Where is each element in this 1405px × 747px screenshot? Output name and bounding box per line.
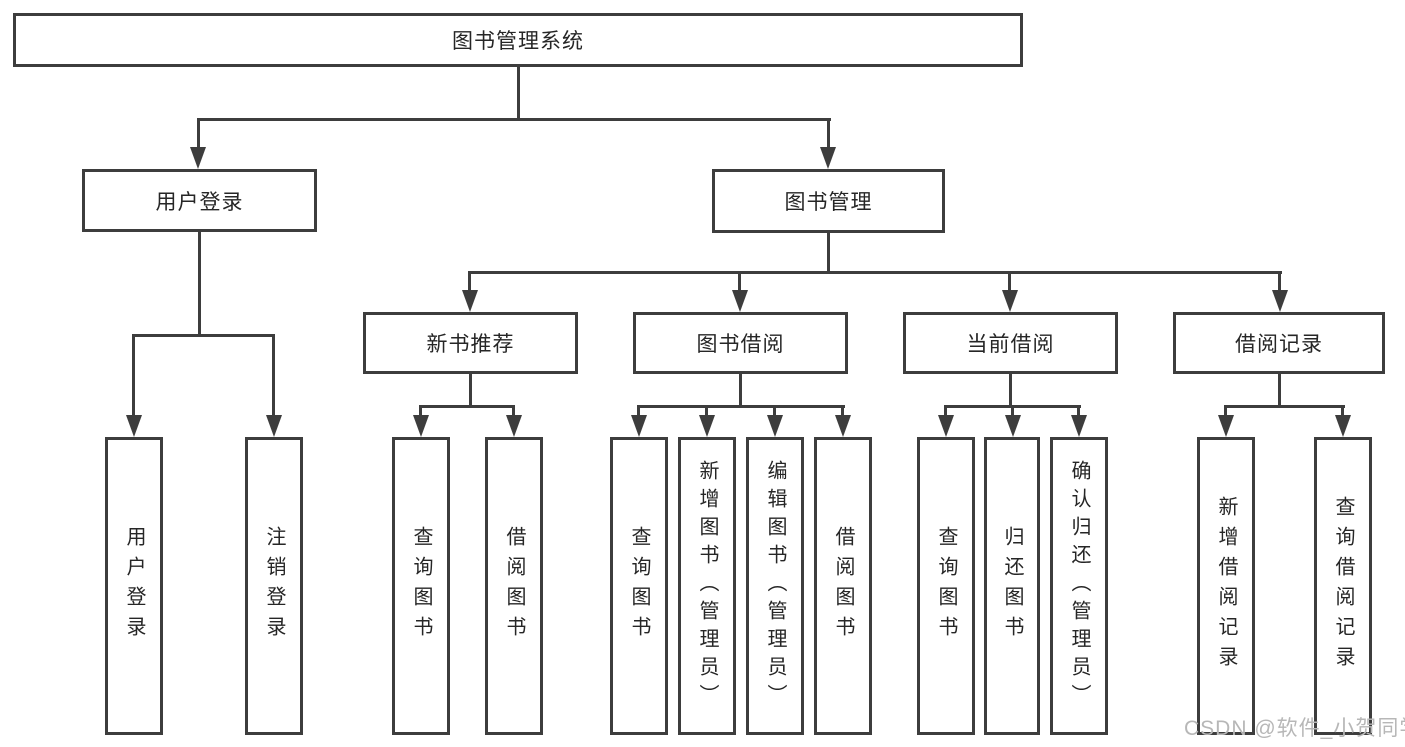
leaf-add-borrow-record-label: 新增借阅记录 bbox=[1215, 496, 1237, 676]
leaf-borrow-books-recommend: 借阅图书 bbox=[485, 437, 543, 735]
leaf-return-books-label: 归还图书 bbox=[1001, 526, 1023, 646]
connector-user-login-down bbox=[198, 231, 201, 337]
node-user-login: 用户登录 bbox=[82, 169, 317, 232]
leaf-search-books-recommend: 查询图书 bbox=[392, 437, 450, 735]
connector-leaf-user-login-stem bbox=[132, 334, 135, 417]
connector-user-login-split bbox=[132, 334, 275, 337]
leaf-logout: 注销登录 bbox=[245, 437, 303, 735]
leaf-search-borrow-record: 查询借阅记录 bbox=[1314, 437, 1372, 735]
connector-d1-stem bbox=[944, 405, 947, 418]
node-user-login-label: 用户登录 bbox=[155, 190, 244, 214]
connector-root-stem bbox=[517, 66, 520, 120]
node-current-borrowing: 当前借阅 bbox=[903, 312, 1118, 374]
connector-book-mgmt-down bbox=[827, 232, 830, 274]
arrowhead-book-borrowing bbox=[732, 290, 748, 312]
node-book-management: 图书管理 bbox=[712, 169, 945, 233]
connector-c3-stem bbox=[773, 405, 776, 418]
connector-c2-stem bbox=[705, 405, 708, 418]
connector-e2-stem bbox=[1341, 405, 1344, 418]
csdn-watermark: CSDN @软件_小贺同学 bbox=[1184, 717, 1405, 740]
arrowhead-d2 bbox=[1005, 415, 1021, 437]
connector-d2-stem bbox=[1011, 405, 1014, 418]
connector-book-borrowing-stem bbox=[738, 271, 741, 293]
connector-level2-bus bbox=[197, 118, 831, 121]
arrowhead-borrowing-records bbox=[1272, 290, 1288, 312]
arrowhead-b1 bbox=[413, 415, 429, 437]
leaf-borrow-books-recommend-label: 借阅图书 bbox=[503, 526, 525, 646]
connector-borrowing-records-split bbox=[1224, 405, 1345, 408]
leaf-user-login: 用户登录 bbox=[105, 437, 163, 735]
connector-book-mgmt-stem bbox=[827, 118, 830, 150]
connector-borrowing-records-stem bbox=[1278, 271, 1281, 293]
connector-book-borrowing-split bbox=[637, 405, 845, 408]
node-book-management-label: 图书管理 bbox=[784, 191, 873, 214]
leaf-search-books-borrowing-label: 查询图书 bbox=[628, 526, 650, 646]
connector-book-borrowing-down bbox=[739, 373, 742, 408]
connector-b2-stem bbox=[512, 405, 515, 418]
arrowhead-d3 bbox=[1071, 415, 1087, 437]
connector-level3-bus bbox=[468, 271, 1282, 274]
leaf-add-borrow-record: 新增借阅记录 bbox=[1197, 437, 1255, 735]
connector-borrowing-records-down bbox=[1278, 373, 1281, 408]
arrowhead-c2 bbox=[699, 415, 715, 437]
arrowhead-c3 bbox=[767, 415, 783, 437]
connector-new-book-stem bbox=[468, 271, 471, 293]
leaf-confirm-return-admin: 确认归还（管理员） bbox=[1050, 437, 1108, 735]
leaf-edit-books-admin: 编辑图书（管理员） bbox=[746, 437, 804, 735]
leaf-search-borrow-record-label: 查询借阅记录 bbox=[1332, 496, 1354, 676]
node-book-borrowing-label: 图书借阅 bbox=[696, 333, 785, 356]
connector-current-borrowing-down bbox=[1009, 373, 1012, 408]
node-book-borrowing: 图书借阅 bbox=[633, 312, 848, 374]
arrowhead-e1 bbox=[1218, 415, 1234, 437]
leaf-logout-label: 注销登录 bbox=[263, 526, 285, 646]
leaf-return-books: 归还图书 bbox=[984, 437, 1040, 735]
arrowhead-book-mgmt bbox=[820, 147, 836, 169]
connector-b1-stem bbox=[419, 405, 422, 418]
arrowhead-d1 bbox=[938, 415, 954, 437]
arrowhead-b2 bbox=[506, 415, 522, 437]
arrowhead-c1 bbox=[631, 415, 647, 437]
leaf-search-books-borrowing: 查询图书 bbox=[610, 437, 668, 735]
node-borrowing-records: 借阅记录 bbox=[1173, 312, 1385, 374]
connector-d3-stem bbox=[1077, 405, 1080, 418]
leaf-user-login-label: 用户登录 bbox=[123, 526, 145, 646]
leaf-search-books-current: 查询图书 bbox=[917, 437, 975, 735]
leaf-borrow-books-borrowing-label: 借阅图书 bbox=[832, 526, 854, 646]
connector-current-borrowing-stem bbox=[1008, 271, 1011, 293]
arrowhead-c4 bbox=[835, 415, 851, 437]
arrowhead-leaf-user-login bbox=[126, 415, 142, 437]
leaf-edit-books-admin-label: 编辑图书（管理员） bbox=[764, 460, 786, 712]
connector-c4-stem bbox=[841, 405, 844, 418]
node-new-book-recommend-label: 新书推荐 bbox=[426, 333, 515, 356]
leaf-add-books-admin: 新增图书（管理员） bbox=[678, 437, 736, 735]
node-new-book-recommend: 新书推荐 bbox=[363, 312, 578, 374]
arrowhead-new-book bbox=[462, 290, 478, 312]
connector-new-book-down bbox=[469, 373, 472, 408]
connector-new-book-split bbox=[419, 405, 515, 408]
leaf-confirm-return-admin-label: 确认归还（管理员） bbox=[1068, 460, 1090, 712]
arrowhead-user-login bbox=[190, 147, 206, 169]
node-borrowing-records-label: 借阅记录 bbox=[1235, 333, 1323, 356]
connector-e1-stem bbox=[1224, 405, 1227, 418]
leaf-search-books-recommend-label: 查询图书 bbox=[410, 526, 432, 646]
node-root: 图书管理系统 bbox=[13, 13, 1023, 67]
leaf-add-books-admin-label: 新增图书（管理员） bbox=[696, 460, 718, 712]
arrowhead-e2 bbox=[1335, 415, 1351, 437]
connector-user-login-stem bbox=[197, 118, 200, 150]
leaf-borrow-books-borrowing: 借阅图书 bbox=[814, 437, 872, 735]
connector-leaf-logout-stem bbox=[272, 334, 275, 417]
node-current-borrowing-label: 当前借阅 bbox=[966, 333, 1055, 356]
connector-c1-stem bbox=[637, 405, 640, 418]
arrowhead-current-borrowing bbox=[1002, 290, 1018, 312]
node-root-label: 图书管理系统 bbox=[452, 30, 584, 53]
leaf-search-books-current-label: 查询图书 bbox=[935, 526, 957, 646]
arrowhead-leaf-logout bbox=[266, 415, 282, 437]
